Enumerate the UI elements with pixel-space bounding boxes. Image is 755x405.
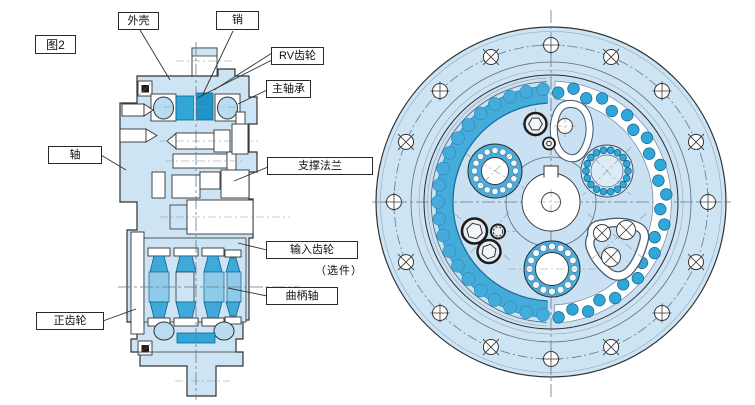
leader-main-bearing <box>237 89 268 105</box>
leader-crankshaft <box>227 287 268 297</box>
hex-bolt-group-left <box>454 211 518 267</box>
front-view <box>372 10 731 398</box>
carrier-window-top <box>549 99 594 163</box>
label-input-gear: 输入齿轮 <box>266 241 358 259</box>
label-rv-gear: RV齿轮 <box>271 47 324 65</box>
hex-bolt-top <box>521 108 556 151</box>
leader-shaft <box>100 154 127 171</box>
crank-bearing-bottom <box>508 240 596 298</box>
support-flange-bolt <box>231 123 249 155</box>
section-view <box>118 42 300 400</box>
rv-gear-section-2 <box>195 92 214 121</box>
leader-housing <box>139 29 171 81</box>
flange-bolt-holes <box>384 35 718 369</box>
figure-tag: 图2 <box>35 35 76 54</box>
main-bearing-ball-right <box>217 96 238 120</box>
label-input-gear-note: （选件） <box>315 265 363 277</box>
pin-roller-ring <box>552 80 673 324</box>
leader-support-flange <box>233 166 269 182</box>
crank-bearing-left <box>465 143 525 199</box>
leader-rv-gear-1 <box>213 52 273 91</box>
label-pin: 销 <box>216 11 259 30</box>
leader-rv-gear-2 <box>196 59 273 99</box>
rv-gear-section-1 <box>175 95 195 121</box>
label-shaft: 轴 <box>48 146 102 164</box>
label-main-bearing: 主轴承 <box>266 80 311 98</box>
crank-bearing-right <box>580 144 634 198</box>
main-bearing-ball-left <box>153 96 174 120</box>
carrier-plate-right <box>585 213 650 281</box>
center-hub <box>505 156 597 248</box>
label-crankshaft: 曲柄轴 <box>266 287 338 305</box>
leader-lines <box>100 29 273 322</box>
spur-gear-section <box>130 231 145 335</box>
leader-pin <box>202 30 234 95</box>
leader-input-gear <box>237 242 268 251</box>
label-spur-gear: 正齿轮 <box>36 312 104 330</box>
label-housing: 外壳 <box>118 12 159 30</box>
label-support-flange: 支撑法兰 <box>267 157 373 175</box>
leader-spur-gear <box>102 308 137 322</box>
